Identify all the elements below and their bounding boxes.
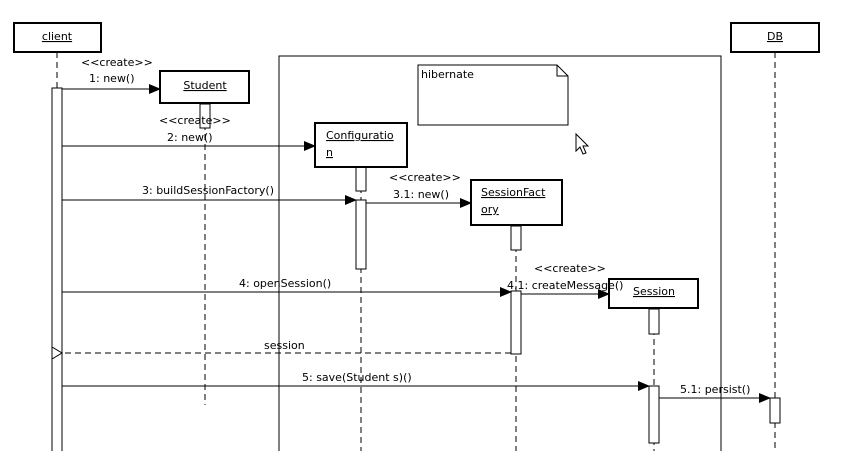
hibernate-frame xyxy=(278,55,722,456)
session-activation-create xyxy=(648,308,660,335)
db-label: DB xyxy=(767,30,783,43)
client-object[interactable]: client xyxy=(13,22,102,53)
note-text: hibernate xyxy=(421,68,474,81)
student-label: Student xyxy=(183,79,227,92)
db-activation xyxy=(769,397,781,424)
message-3-1-label: 3.1: new() xyxy=(393,188,449,201)
sessionfactory-object[interactable]: SessionFact ory xyxy=(470,179,563,226)
message-4-1-label: 4.1: createMessage() xyxy=(507,279,623,292)
client-label: client xyxy=(42,30,73,43)
message-4-1-stereotype: <<create>> xyxy=(534,262,606,275)
sessionfactory-label-line2: ory xyxy=(481,203,499,216)
db-object[interactable]: DB xyxy=(730,22,820,53)
configuration-label-line2: n xyxy=(326,146,333,159)
configuration-object[interactable]: Configuratio n xyxy=(314,122,408,168)
configuration-activation-create xyxy=(355,166,367,192)
session-label: Session xyxy=(633,285,675,298)
session-activation xyxy=(648,385,660,444)
sessionfactory-label-line1: SessionFact xyxy=(481,186,546,199)
hibernate-note[interactable]: hibernate xyxy=(417,64,569,126)
sessionfactory-activation-create xyxy=(510,225,522,251)
message-2-stereotype: <<create>> xyxy=(159,114,231,127)
message-2-label: 2: new() xyxy=(167,131,213,144)
mouse-cursor-icon xyxy=(575,132,590,155)
configuration-label-line1: Configuratio xyxy=(326,129,394,142)
message-3-label: 3: buildSessionFactory() xyxy=(142,184,274,197)
return-session-label: session xyxy=(264,339,305,352)
message-5-1-label: 5.1: persist() xyxy=(680,383,750,396)
message-1-stereotype: <<create>> xyxy=(81,56,153,69)
message-4-label: 4: openSession() xyxy=(239,277,331,290)
message-1-label: 1: new() xyxy=(89,72,135,85)
message-5-label: 5: save(Student s)() xyxy=(302,371,412,384)
configuration-activation xyxy=(355,199,367,270)
sessionfactory-activation xyxy=(510,290,522,355)
student-object[interactable]: Student xyxy=(159,70,250,104)
message-3-1-stereotype: <<create>> xyxy=(389,171,461,184)
client-activation xyxy=(51,87,63,454)
